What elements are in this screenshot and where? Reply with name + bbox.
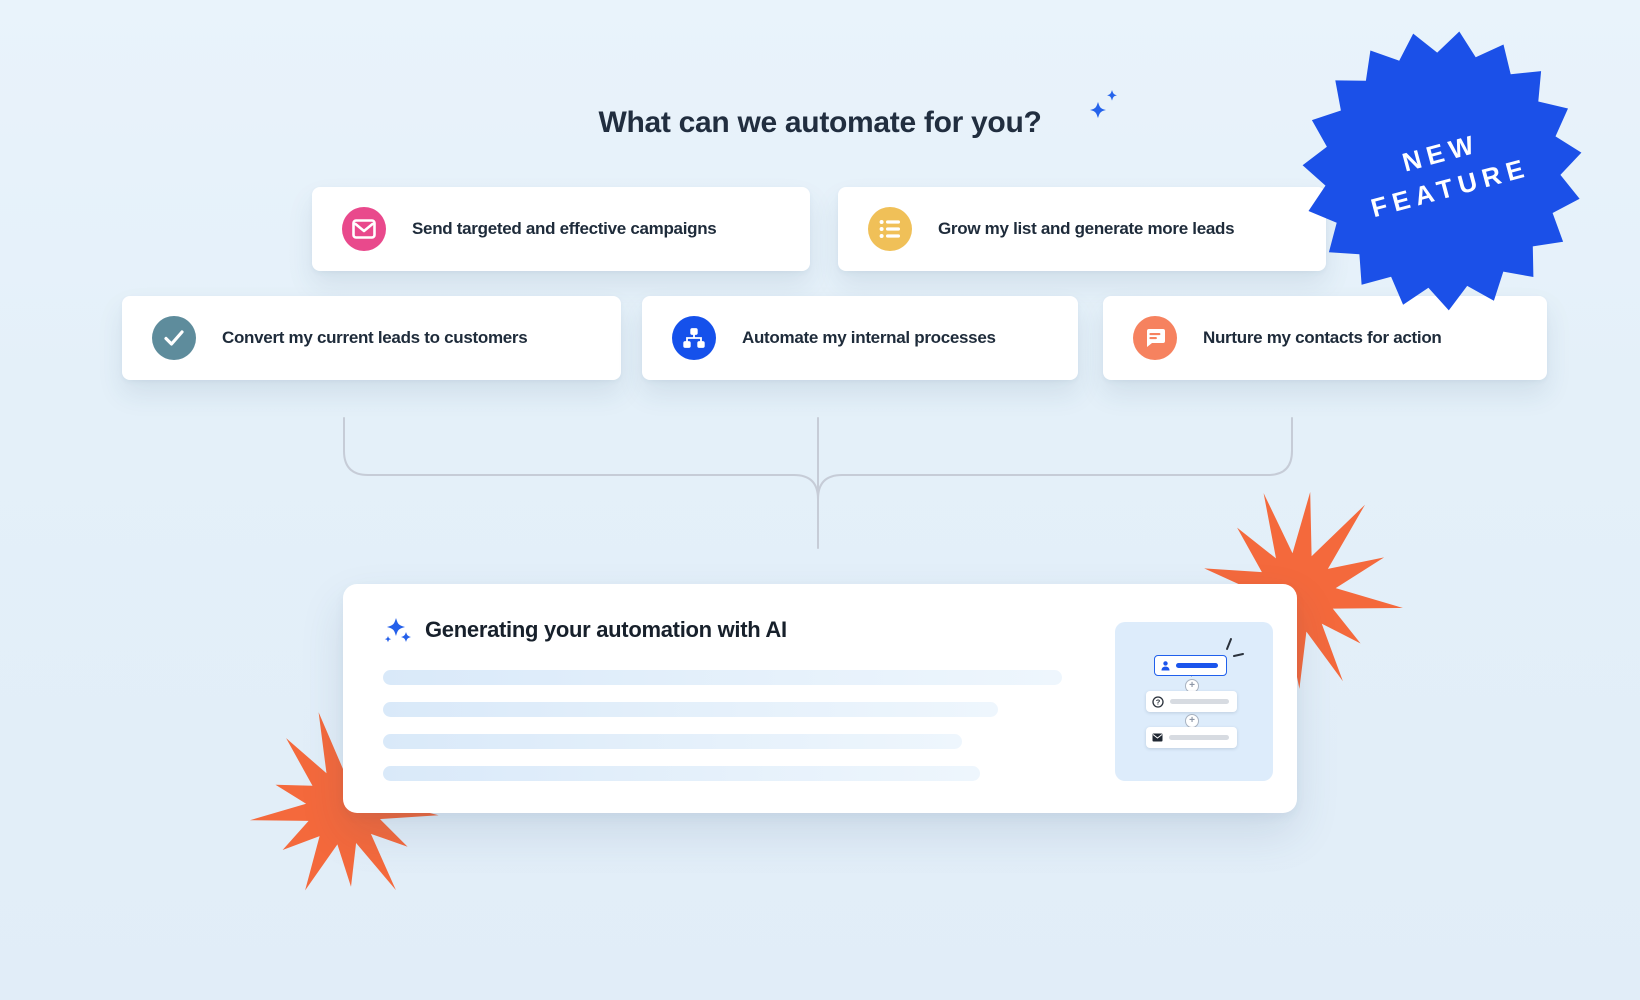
option-label: Grow my list and generate more leads	[938, 219, 1235, 238]
option-label: Automate my internal processes	[742, 328, 996, 347]
ai-sparkles-icon	[1090, 90, 1117, 118]
skeleton-bar	[383, 734, 962, 749]
option-label: Send targeted and effective campaigns	[412, 219, 717, 238]
ai-generation-card: Generating your automation with AI +	[343, 584, 1297, 813]
option-card-automate-processes[interactable]: Automate my internal processes	[642, 296, 1078, 380]
option-card-grow-list[interactable]: Grow my list and generate more leads	[838, 187, 1326, 271]
option-card-campaigns[interactable]: Send targeted and effective campaigns	[312, 187, 810, 271]
add-step-icon: +	[1185, 714, 1199, 728]
check-icon	[152, 316, 196, 360]
skeleton-bar	[383, 702, 998, 717]
option-card-convert-leads[interactable]: Convert my current leads to customers	[122, 296, 621, 380]
list-icon	[868, 207, 912, 251]
envelope-icon	[1152, 733, 1163, 742]
generation-title: Generating your automation with AI	[425, 617, 787, 642]
skeleton-bar	[383, 766, 980, 781]
option-card-nurture-contacts[interactable]: Nurture my contacts for action	[1103, 296, 1547, 380]
skeleton-bar	[383, 670, 1062, 685]
add-step-icon: +	[1185, 679, 1199, 693]
option-label: Convert my current leads to customers	[222, 328, 528, 347]
badge-seal-shape	[1302, 31, 1582, 311]
page-title: What can we automate for you?	[598, 106, 1042, 139]
flow-step-email	[1146, 727, 1237, 748]
envelope-icon	[342, 207, 386, 251]
flow-step-contact	[1154, 655, 1227, 676]
person-icon	[1161, 660, 1170, 670]
svg-text:?: ?	[1156, 697, 1161, 706]
flow-step-bar	[1176, 663, 1218, 668]
question-icon: ?	[1152, 695, 1164, 708]
starburst-top-right	[1204, 492, 1403, 689]
sitemap-icon	[672, 316, 716, 360]
chat-icon	[1133, 316, 1177, 360]
option-label: Nurture my contacts for action	[1203, 328, 1442, 347]
flow-step-bar	[1169, 735, 1229, 740]
automation-flow-illustration: + ? +	[1115, 622, 1273, 781]
flow-step-bar	[1170, 699, 1229, 704]
flow-step-condition: ?	[1146, 691, 1237, 712]
new-feature-badge: NEW FEATURE	[1300, 28, 1585, 313]
ai-sparkles-icon	[384, 618, 411, 643]
click-cursor-icon	[1226, 638, 1244, 657]
